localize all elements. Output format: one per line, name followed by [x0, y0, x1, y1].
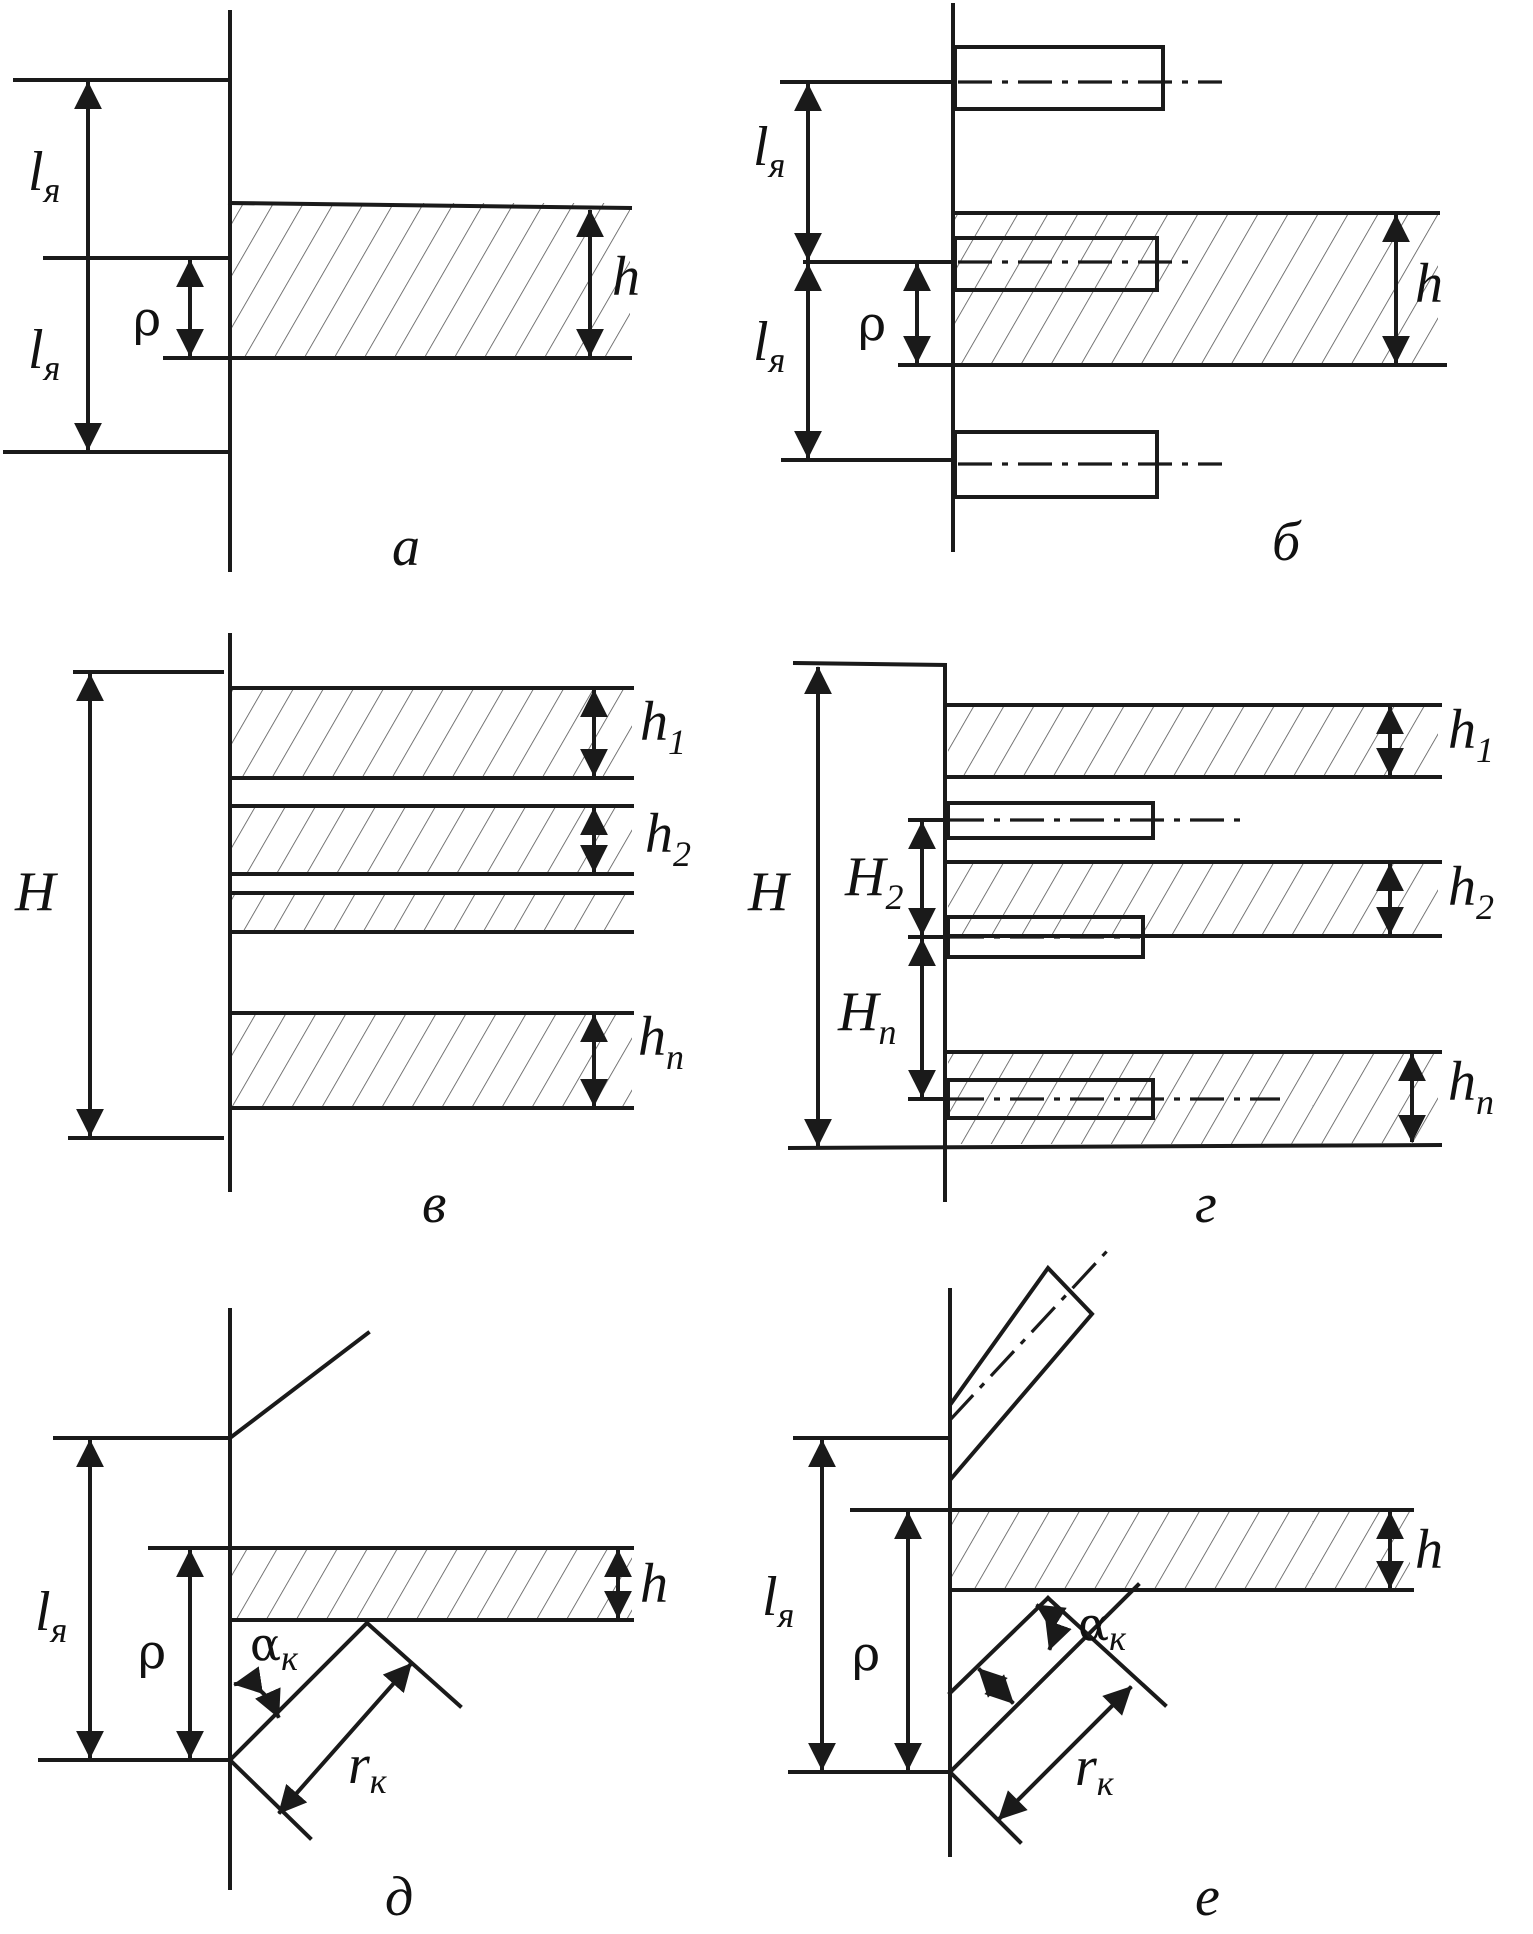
- hatched-layer: [232, 1548, 632, 1620]
- alpha-angle-arc: [233, 1666, 281, 1719]
- hn-label: hn: [1448, 1051, 1494, 1122]
- alpha-label: αк: [250, 1617, 299, 1678]
- alpha-angle-arc: [1035, 1603, 1072, 1651]
- panel-caption: е: [1195, 1866, 1220, 1928]
- panel-caption: в: [422, 1173, 446, 1235]
- h1-label: h1: [640, 691, 686, 762]
- radial-line-lower: [947, 1769, 1023, 1845]
- l-label: lя: [762, 1566, 794, 1635]
- rho-label: ρ: [133, 291, 161, 347]
- l-label-top: lя: [753, 116, 785, 185]
- adjacent-conductor-angled: [948, 1264, 1095, 1486]
- Hn-label: Hn: [837, 981, 896, 1052]
- radial-line-lower: [227, 1757, 313, 1841]
- conductor-axis-angled: [948, 1248, 1110, 1422]
- panel-caption: д: [385, 1866, 413, 1928]
- l-label-top: lя: [28, 141, 60, 210]
- H-label: H: [747, 861, 791, 923]
- radial-line-tip: [364, 1620, 463, 1709]
- hatched-layer-1: [948, 705, 1438, 777]
- panel-e: lя ρ h αк rк е: [762, 1248, 1443, 1928]
- hn-label: hn: [638, 1006, 684, 1077]
- conductor-middle: [953, 236, 1159, 292]
- layer-top-edge: [227, 200, 633, 211]
- panel-d: lя ρ h αк rк д: [35, 1308, 668, 1928]
- hatched-layer: [952, 1510, 1410, 1590]
- hatched-layer-3: [232, 893, 632, 932]
- conductor-middle: [946, 915, 1145, 959]
- l-label-bottom: lя: [753, 311, 785, 380]
- rho-label: ρ: [858, 296, 886, 352]
- panel-v: H h1 h2 hn в: [14, 633, 691, 1235]
- panel-a: lя lя ρ h а: [3, 10, 640, 578]
- adjacent-conductor-top: [953, 45, 1165, 111]
- h1-label: h1: [1448, 699, 1494, 770]
- top-boundary-line: [792, 660, 948, 668]
- H2-label: H2: [844, 846, 903, 917]
- slot-wall-upper: [227, 1330, 371, 1441]
- h-label: h: [1415, 1519, 1443, 1581]
- l-label-bottom: lя: [28, 319, 60, 388]
- panel-g: H H2 Hn h1 h2 hn г: [747, 660, 1494, 1235]
- h2-label: h2: [645, 803, 691, 874]
- bottom-boundary-line: [787, 1142, 1443, 1151]
- r-dimension-arrow: [277, 1662, 413, 1815]
- radial-line-upper: [947, 1582, 1141, 1775]
- alpha-label: αк: [1078, 1597, 1127, 1658]
- r-dimension-arrow: [997, 1685, 1133, 1821]
- r-label: rк: [1075, 1736, 1115, 1803]
- conductor-width-arrow: [977, 1667, 1015, 1705]
- hatched-layer-2: [948, 862, 1438, 936]
- panel-caption: б: [1272, 511, 1302, 573]
- h-label: h: [1415, 253, 1443, 315]
- panel-caption: а: [392, 516, 420, 578]
- hatched-layer-n: [232, 1013, 632, 1108]
- radial-line-inner: [947, 1595, 1051, 1696]
- r-label: rк: [348, 1734, 388, 1801]
- rho-label: ρ: [852, 1626, 880, 1682]
- panel-caption: г: [1195, 1173, 1217, 1235]
- H-label: H: [14, 861, 58, 923]
- panel-b: lя lя ρ h б: [753, 3, 1447, 573]
- hatched-layer-2: [232, 806, 632, 874]
- hatched-layer-1: [232, 688, 632, 778]
- h-label: h: [612, 246, 640, 308]
- h-label: h: [640, 1553, 668, 1615]
- h2-label: h2: [1448, 856, 1494, 927]
- hatched-layer: [232, 203, 630, 358]
- rho-label: ρ: [138, 1624, 166, 1680]
- l-label: lя: [35, 1581, 67, 1650]
